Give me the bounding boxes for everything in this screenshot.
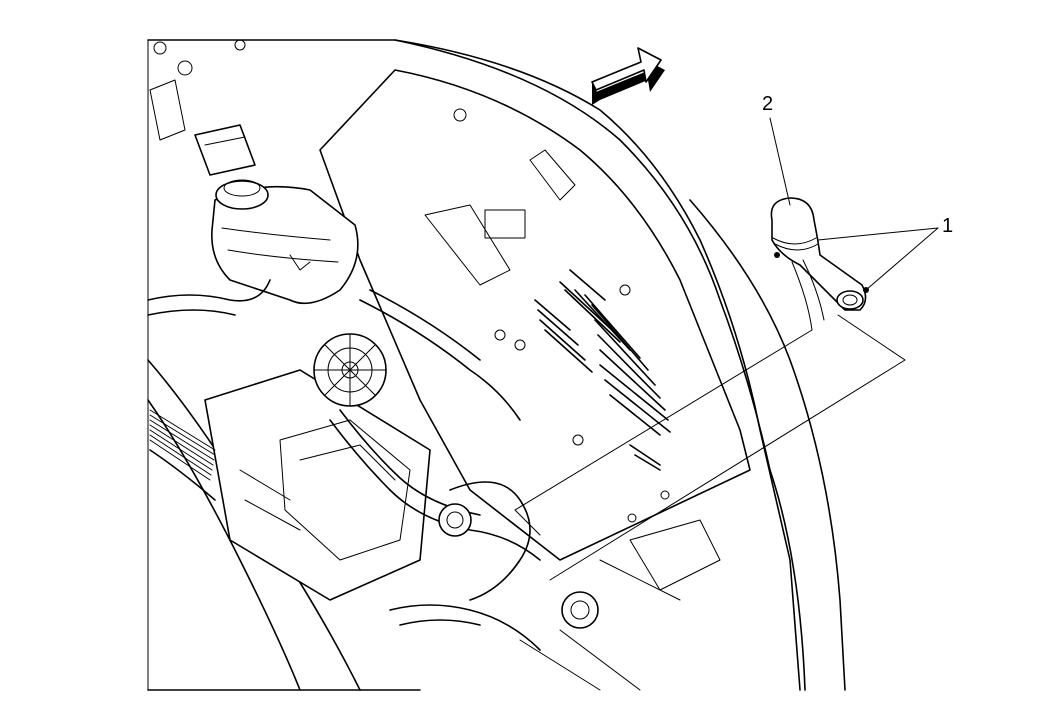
callout-leader-lines: [514, 117, 939, 581]
engine-cover: [204, 369, 431, 601]
fuse-block: [149, 39, 256, 176]
radiator-edge: [149, 409, 216, 501]
cooling-fan: [313, 333, 387, 407]
hoses-and-harnesses: [147, 279, 721, 691]
engine-bay-outline: [147, 39, 846, 691]
cowl-vent-slots: [534, 269, 671, 471]
callout-clamp: 1: [942, 215, 953, 237]
front-direction-arrow-icon: [591, 47, 665, 105]
coolant-reservoir: [211, 179, 359, 305]
intake-hose-assembly: [770, 197, 869, 331]
cowl-panel: [319, 69, 751, 561]
callout-hose: 2: [762, 93, 773, 115]
